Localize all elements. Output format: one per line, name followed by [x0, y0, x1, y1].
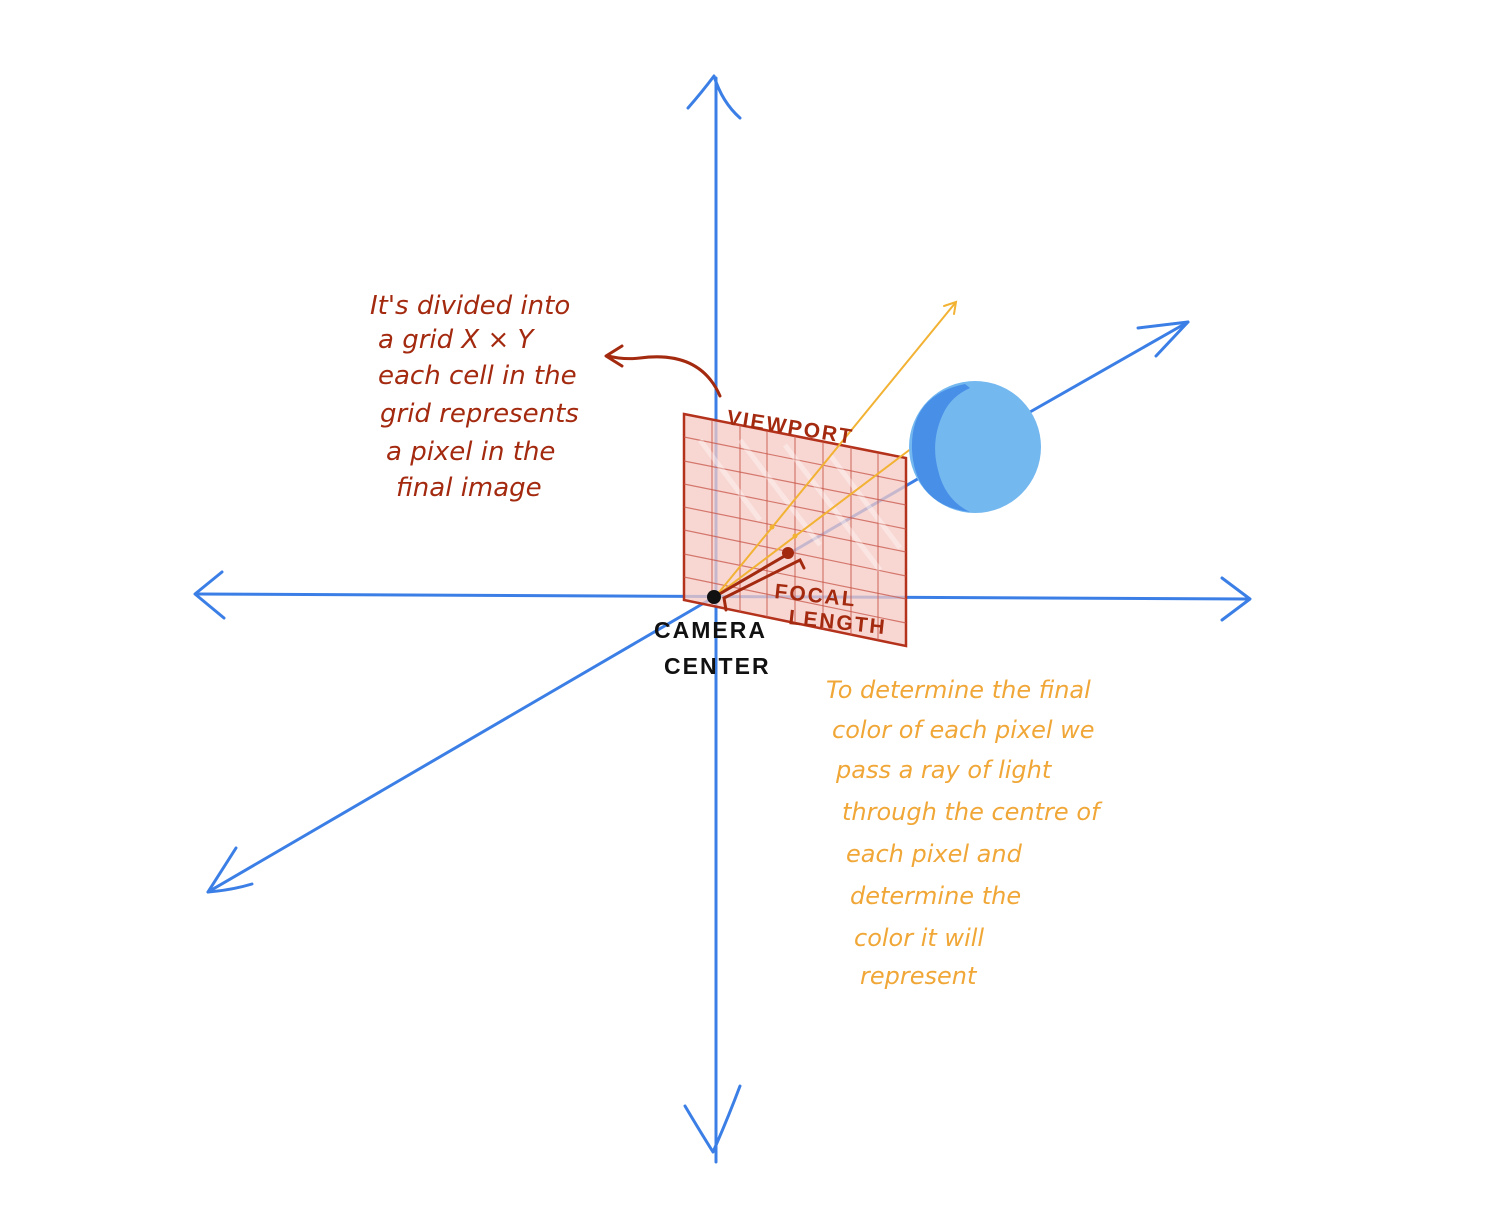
z-axis-far [1028, 320, 1190, 414]
ray-note-line: color of each pixel we [832, 716, 1095, 744]
grid-note-line: It's divided into [370, 291, 570, 321]
focal-length-indicator [714, 547, 806, 612]
ray-note-line: pass a ray of light [835, 756, 1053, 784]
ray-note-line: represent [860, 962, 978, 990]
viewport-grid [683, 420, 907, 640]
note-pointer-arrow [604, 344, 722, 398]
grid-note-line: a grid X × Y [378, 325, 536, 355]
axes [193, 74, 1252, 1164]
ray-note-line: To determine the final [826, 676, 1091, 704]
grid-note-line: a pixel in the [386, 437, 555, 467]
ray-note-line: each pixel and [846, 840, 1023, 868]
ray-lower [715, 447, 913, 597]
camera-center-label-line1: CAMERA [654, 617, 767, 643]
camera-center-dot [707, 590, 721, 604]
x-axis-left-arrowhead [193, 570, 226, 620]
z-axis-far-arrowhead [1136, 320, 1190, 358]
viewport-center-dot [782, 547, 794, 559]
z-axis-near-arrowhead [206, 846, 254, 894]
ray-note-line: color it will [854, 924, 984, 952]
ray-upper-pixel-dot [769, 524, 775, 530]
focal-length-bracket [722, 557, 806, 612]
z-axis-near [206, 594, 718, 894]
sphere [909, 381, 1041, 513]
x-axis-right-arrowhead [1220, 576, 1252, 622]
viewport [682, 412, 908, 648]
sphere-shade [911, 384, 970, 512]
ray-upper [715, 301, 957, 597]
y-axis-up-arrowhead [686, 74, 742, 120]
grid-note-line: final image [396, 473, 542, 503]
ray-note-line: through the centre of [842, 798, 1103, 826]
grid-note: It's divided into a grid X × Y each cell… [370, 291, 579, 503]
grid-note-line: grid represents [380, 399, 579, 429]
light-rays [715, 300, 958, 597]
camera-center-label-line2: CENTER [664, 653, 771, 679]
ray-lower-pixel-dot [792, 533, 798, 539]
ray-note-line: determine the [850, 882, 1021, 910]
grid-note-line: each cell in the [378, 361, 577, 391]
ray-upper-arrowhead [943, 300, 958, 315]
focal-length-line [714, 552, 790, 598]
y-axis-down-arrowhead [683, 1084, 742, 1154]
ray-note: To determine the final color of each pix… [826, 676, 1103, 990]
